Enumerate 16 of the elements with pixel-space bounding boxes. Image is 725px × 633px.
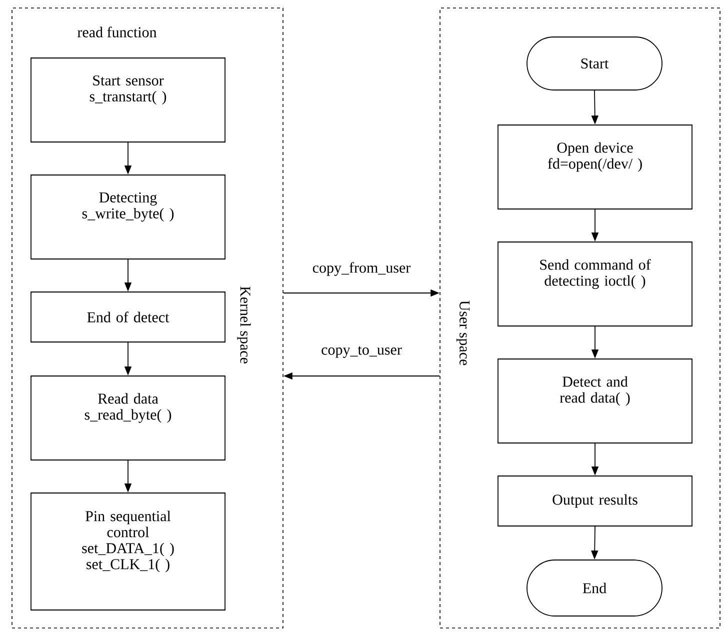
side-label: Kernel space [237,286,251,364]
process-box: End of detect [30,292,226,342]
process-box: Send command of detecting ioctl( ) [498,242,692,326]
edge-label: copy_to_user [320,345,403,359]
process-box: Output results [498,476,692,526]
process-box: Read data s_read_byte( ) [30,376,226,460]
side-label: User space [456,300,470,366]
process-box: Open device fd=open(/dev/ ) [498,124,692,210]
edge-label: copy_from_user [311,261,412,277]
terminal-box: End [526,560,662,616]
process-box: Start sensor s_transtart( ) [30,58,226,142]
panel-heading: read function [78,26,157,38]
process-box: Detecting s_write_byte( ) [30,174,226,260]
process-box: Detect and read data( ) [498,358,692,444]
terminal-box: Start [526,36,662,90]
process-box: Pin sequential control set_DATA_1( ) set_CLK_1( ) [30,492,226,610]
